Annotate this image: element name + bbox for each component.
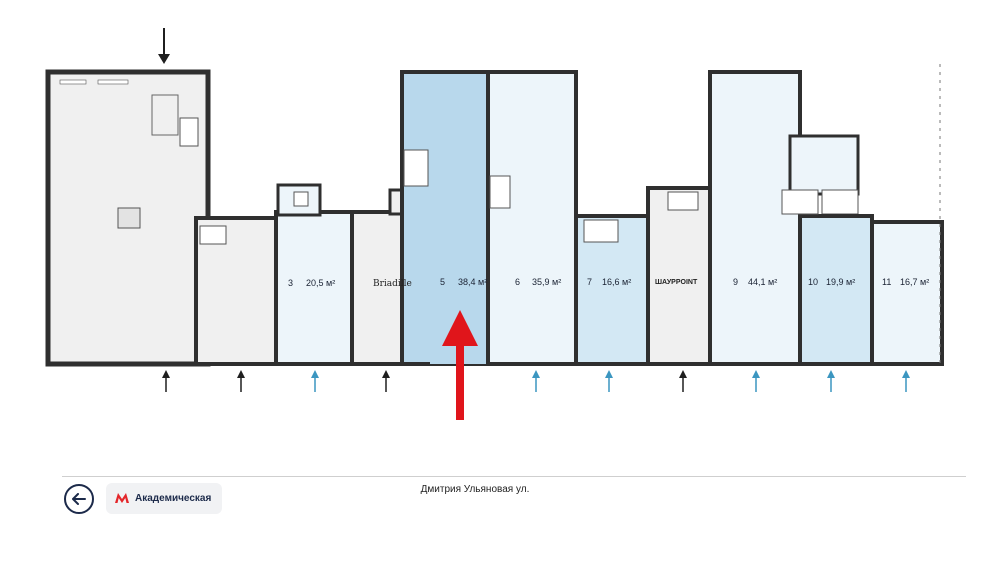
- metro-station-chip[interactable]: Академическая: [106, 483, 223, 514]
- unit-label-6-area: 35,9 м²: [532, 277, 561, 287]
- unit-7[interactable]: [574, 214, 650, 366]
- unit-10[interactable]: [781, 189, 874, 366]
- unit-6[interactable]: [486, 70, 578, 366]
- unit-label-5-area: 38,4 м²: [458, 277, 487, 287]
- unit-label-11-area: 16,7 м²: [900, 277, 929, 287]
- unit-9[interactable]: [708, 70, 860, 366]
- unit-label-3-number: 3: [288, 278, 293, 288]
- unit-label-9-area: 44,1 м²: [748, 277, 777, 287]
- unit-11[interactable]: [870, 64, 944, 366]
- street-divider: [62, 476, 966, 477]
- entrance-arrow-top-icon: [158, 28, 170, 64]
- entrance-arrow-icon: [382, 370, 390, 392]
- entrance-arrow-icon: [237, 370, 245, 392]
- unit-shaurpoint: [646, 186, 720, 366]
- entrance-arrow-icon: [311, 370, 319, 392]
- unit-label-10-area: 19,9 м²: [826, 277, 855, 287]
- unit-3[interactable]: [274, 183, 354, 366]
- tenant-label-shaurpoint: ШАУРPOINT: [655, 279, 698, 286]
- metro-station-name: Академическая: [135, 493, 212, 504]
- tenant-label-briadille: Briadille: [373, 279, 412, 289]
- hall-left: [45, 69, 211, 367]
- selected-unit-pointer-icon: [442, 310, 478, 420]
- entrance-arrow-icon: [679, 370, 687, 392]
- entrance-arrow-icon: [752, 370, 760, 392]
- unit-label-3-area: 20,5 м²: [306, 278, 335, 288]
- unit-label-10-number: 10: [808, 277, 818, 287]
- unit-label-6-number: 6: [515, 277, 520, 287]
- street-name: Дмитрия Ульяновая ул.: [420, 484, 530, 495]
- unit-label-9-number: 9: [733, 277, 738, 287]
- unit-label-11-number: 11: [882, 277, 891, 287]
- back-button[interactable]: [64, 484, 94, 514]
- entrance-arrow-icon: [605, 370, 613, 392]
- entrance-arrow-icon: [532, 370, 540, 392]
- unit-label-7-number: 7: [587, 277, 592, 287]
- unit-label-7-area: 16,6 м²: [602, 277, 631, 287]
- arrow-left-icon: [72, 493, 86, 505]
- entrance-arrow-icon: [902, 370, 910, 392]
- entrance-arrow-icon: [827, 370, 835, 392]
- entrance-arrow-icon: [162, 370, 170, 392]
- unit-label-5-number: 5: [440, 277, 445, 287]
- unit-2: [194, 216, 278, 366]
- metro-m-icon: [115, 493, 129, 503]
